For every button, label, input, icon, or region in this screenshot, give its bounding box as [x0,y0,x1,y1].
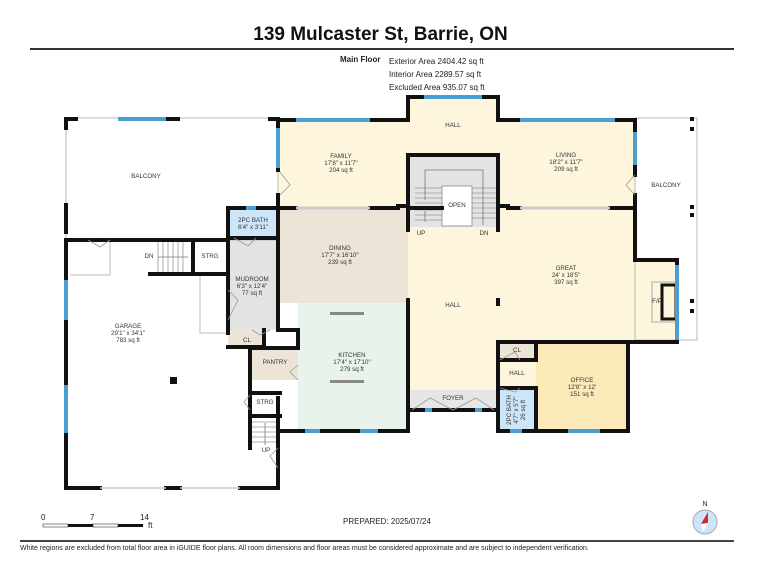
room-cl-west [228,330,264,348]
page-title: 139 Mulcaster St, Barrie, ON [253,24,508,45]
room-office [536,342,628,431]
label-strg-north: STRG [201,253,218,260]
label-balcony-west: BALCONY [131,173,161,180]
area-kitchen: 279 sq ft [340,366,364,373]
dims-great: 24' x 18'5" [552,272,580,279]
room-cl-east [498,342,536,360]
room-mudroom [228,238,278,330]
room-great [498,208,635,342]
doors [87,171,636,489]
label-bath-east: 2PC BATH [506,395,513,425]
scale-tick-0: 0 [41,513,46,522]
label-fireplace: F/P [652,298,662,305]
dims-dining: 17'7" x 16'10" [321,252,358,259]
stairs-garage [157,242,276,445]
scale-tick-14: 14 [140,513,149,522]
area-bath-east: 26 sq ft [520,400,527,421]
label-hall-north: HALL [445,122,461,129]
label-kitchen: KITCHEN [338,352,365,359]
excluded-area: Excluded Area 935.07 sq ft [389,83,485,92]
footer-divider [20,540,734,542]
label-garage: GARAGE [115,323,141,330]
area-mudroom: 77 sq ft [242,290,263,297]
room-kitchen [298,303,408,431]
area-living: 209 sq ft [554,166,578,173]
area-family: 204 sq ft [329,167,353,174]
label-dining: DINING [329,245,351,252]
label-garage-dn: DN [145,253,154,260]
label-family: FAMILY [330,153,352,160]
interior-area: Interior Area 2289.57 sq ft [389,70,482,79]
label-foyer: FOYER [442,395,464,402]
room-family [278,120,408,208]
room-pantry [252,348,298,380]
windows [64,95,679,433]
scale-bar [42,523,143,528]
label-bath-west: 2PC BATH [238,217,268,224]
prepared-date: PREPARED: 2025/07/24 [343,517,431,526]
room-bath-west [228,208,278,238]
room-fills [193,97,677,431]
dims-bath-west: 6'4" x 3'11" [238,224,268,231]
label-stair-up: UP [417,230,426,237]
scale-tick-7: 7 [90,513,95,522]
dims-bath-east: 4'7" x 5'7" [513,396,520,423]
label-balcony-east: BALCONY [651,182,681,189]
title-divider [30,48,734,50]
room-hall-central [408,227,498,392]
room-strg-north [193,242,228,274]
label-strg-south: STRG [256,399,273,406]
label-pantry: PANTRY [263,359,288,366]
dims-office: 12'8" x 12' [568,384,596,391]
room-hall-east [498,360,536,388]
room-living [498,120,635,208]
room-dining [278,208,408,303]
posts [170,117,694,384]
exterior-area: Exterior Area 2404.42 sq ft [389,57,484,66]
room-labels: BALCONY BALCONY FAMILY 17'8" x 11'7" 204… [111,122,681,454]
area-great: 397 sq ft [554,279,578,286]
label-mudroom: MUDROOM [235,276,268,283]
area-stats: Exterior Area 2404.42 sq ft Interior Are… [389,55,485,94]
dims-garage: 29'1" x 34'1" [111,330,145,337]
scale-unit: ft [148,521,153,530]
dims-mudroom: 6'3" x 12'4" [237,283,268,290]
area-dining: 239 sq ft [328,259,352,266]
label-cl-west: CL [243,337,251,344]
label-great: GREAT [556,265,577,272]
label-stair-dn: DN [480,230,489,237]
dims-living: 18'2" x 11'7" [549,159,582,166]
label-hall-east: HALL [509,370,525,377]
label-open: OPEN [448,202,466,209]
room-bath-east [498,388,536,431]
compass-icon: N [688,498,722,543]
dims-family: 17'8" x 11'7" [324,160,357,167]
dims-kitchen: 17'4" x 17'10" [333,359,370,366]
label-hall-central: HALL [445,302,461,309]
stairs-main [415,169,496,227]
kitchen-counters [330,312,364,383]
label-office: OFFICE [571,377,594,384]
room-hall-north [408,97,498,155]
label-garage-up: UP [262,447,271,454]
area-garage: 783 sq ft [116,337,140,344]
area-office: 151 sq ft [570,391,594,398]
room-foyer [408,390,498,410]
label-living: LIVING [556,152,576,159]
disclaimer: White regions are excluded from total fl… [20,545,589,552]
compass-north-label: N [702,501,707,508]
label-cl-east: CL [513,347,521,354]
floor-label: Main Floor [340,55,381,64]
